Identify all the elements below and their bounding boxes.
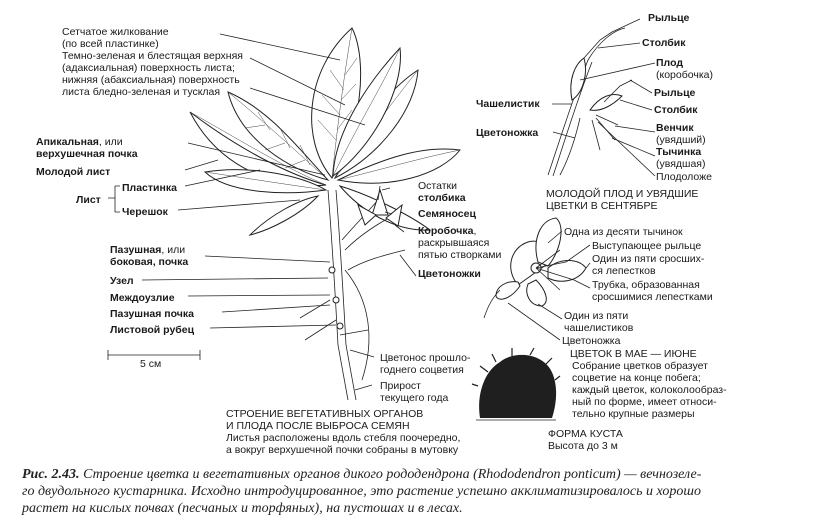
- label-stamen: Тычинка: [656, 146, 702, 158]
- label-pedicel: Цветоножка: [476, 127, 539, 139]
- young-fruit-title-2: ЦВЕТКИ В СЕНТЯБРЕ: [546, 200, 658, 212]
- veg-title-2: И ПЛОДА ПОСЛЕ ВЫБРОСА СЕМЯН: [226, 420, 410, 432]
- figure-caption: Рис. 2.43. Строение цветка и вегетативны…: [22, 466, 794, 517]
- label-style: Столбик: [642, 37, 686, 49]
- label-leaf-scar: Листовой рубец: [110, 324, 195, 336]
- label-young-leaf: Молодой лист: [36, 166, 111, 178]
- veg-note-2: а вокруг верхушечной почки собраны в мут…: [226, 444, 459, 456]
- label-growth-2: текущего года: [380, 392, 449, 404]
- young-fruit-drawing: [547, 27, 633, 177]
- label-one-of-five-1: Один из пяти сросших-: [592, 253, 705, 265]
- label-capsule-2: раскрывшаяся: [418, 237, 490, 249]
- label-sepal-one-2: чашелистиков: [564, 322, 634, 334]
- flower-drawing: [483, 217, 587, 319]
- label-upper-surface-2: (адаксиальная) поверхность листа;: [62, 62, 235, 74]
- label-axillary-bud: Пазушная, или: [110, 244, 186, 256]
- label-seed-leg: Семяносец: [418, 208, 476, 220]
- flower-note-2: соцветие на конце побега;: [572, 372, 701, 384]
- leader-lines-main: [108, 33, 417, 391]
- label-fruit: Плод: [656, 57, 684, 69]
- flower-note-4: ный по форме, имеет относи-: [572, 396, 717, 408]
- label-tube-2: сросшимися лепестками: [592, 291, 713, 303]
- label-one-of-ten: Одна из десяти тычинок: [564, 226, 683, 238]
- label-leaf: Лист: [76, 194, 101, 206]
- label-apical-bud-2: верхушечная почка: [36, 148, 138, 160]
- label-fruit-2: (коробочка): [656, 69, 713, 81]
- label-pedicels: Цветоножки: [418, 268, 481, 280]
- label-protruding: Выступающее рыльце: [592, 240, 702, 252]
- label-style-2: Столбик: [654, 104, 698, 116]
- label-pedicel-flower: Цветоножка: [562, 335, 621, 347]
- young-fruit-title-1: МОЛОДОЙ ПЛОД И УВЯДШИЕ: [546, 188, 699, 200]
- label-sepal-one-1: Один из пяти: [564, 310, 629, 322]
- scale-bar: [107, 350, 201, 360]
- label-capsule: Коробочка,: [418, 225, 477, 237]
- caption-line-2: го двудольного кустарника. Исходно интро…: [22, 484, 701, 499]
- label-peduncle-2: годнего соцветия: [380, 364, 464, 376]
- label-petiole: Черешок: [122, 206, 168, 218]
- label-stigma-2: Рыльце: [654, 87, 696, 99]
- label-capsule-3: пятью створками: [418, 249, 502, 261]
- leader-lines-flower: [507, 230, 591, 341]
- label-axillary-bud-lower: Пазушная почка: [110, 308, 194, 320]
- leaf-rosette: [189, 27, 461, 236]
- bush-title: ФОРМА КУСТА: [548, 428, 623, 440]
- caption-line-1: Строение цветка и вегетативных органов д…: [79, 467, 702, 482]
- label-blade: Пластинка: [122, 182, 177, 194]
- leader-lines-fruit: [552, 18, 656, 177]
- caption-lead: Рис. 2.43.: [22, 467, 80, 482]
- label-internode: Междоузлие: [110, 292, 175, 304]
- veg-note-1: Листья расположены вдоль стебля поочеред…: [226, 432, 461, 444]
- label-stigma: Рыльце: [648, 12, 690, 24]
- label-remains-2: столбика: [418, 192, 466, 204]
- label-node: Узел: [110, 275, 134, 287]
- caption-line-3: растет на кислых почвах (песчаных и торф…: [22, 501, 463, 516]
- label-corolla: Венчик: [656, 122, 694, 134]
- label-lower-surface-2: листа бледно-зеленая и тусклая: [62, 86, 221, 98]
- stem: [299, 185, 406, 401]
- bush-height: Высота до 3 м: [548, 440, 618, 452]
- label-upper-surface-1: Темно-зеленая и блестящая верхняя: [62, 50, 243, 62]
- label-scale: 5 см: [140, 358, 162, 370]
- label-peduncle: Цветонос прошло-: [380, 352, 471, 364]
- label-venation: Сетчатое жилкование: [62, 26, 169, 38]
- label-axillary-bud-2: боковая, почка: [110, 256, 189, 268]
- flower-note-1: Собрание цветков образует: [572, 360, 708, 372]
- label-lower-surface-1: нижняя (абаксиальная) поверхность: [62, 74, 240, 86]
- label-stamen-2: (увядшая): [656, 158, 706, 170]
- veg-title-1: СТРОЕНИЕ ВЕГЕТАТИВНЫХ ОРГАНОВ: [226, 408, 424, 420]
- flower-note-5: тельно крупные размеры: [572, 408, 695, 420]
- label-remains: Остатки: [418, 180, 457, 192]
- label-venation-2: (по всей пластинке): [62, 38, 159, 50]
- label-one-of-five-2: ся лепестков: [592, 265, 656, 277]
- flower-note-3: каждый цветок, колоколообраз-: [572, 384, 727, 396]
- label-growth: Прирост: [380, 380, 421, 392]
- bush-silhouette: [471, 347, 561, 421]
- label-corolla-2: (увядший): [656, 134, 706, 146]
- label-sepal: Чашелистик: [476, 98, 540, 110]
- label-apical-bud: Апикальная, или: [36, 136, 123, 148]
- label-tube-1: Трубка, образованная: [592, 279, 700, 291]
- label-receptacle: Плодоложе: [656, 171, 712, 183]
- flower-title: ЦВЕТОК В МАЕ — ИЮНЕ: [570, 348, 697, 360]
